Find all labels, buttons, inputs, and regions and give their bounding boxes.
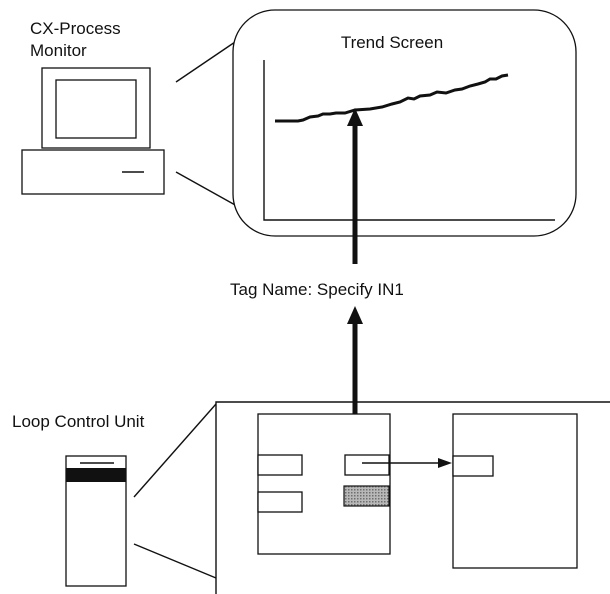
trend-axes (263, 60, 555, 221)
connection-arrow (362, 458, 452, 468)
loop-control-unit-icon (65, 455, 127, 587)
block-right-port (452, 455, 494, 477)
block-left-port-1 (257, 454, 303, 476)
trend-screen-title: Trend Screen (341, 33, 443, 52)
trend-screen: Trend Screen (232, 9, 577, 237)
trend-screen-frame (232, 9, 577, 237)
unit-zoom-lines (133, 403, 217, 579)
panel-frame (215, 401, 610, 594)
function-block-panel (215, 401, 610, 594)
block-left-shaded-port (343, 485, 390, 507)
monitor-label-line1: CX-Process (30, 19, 121, 38)
loop-control-unit-label: Loop Control Unit (12, 412, 145, 431)
arrow-tag-to-trend (347, 108, 363, 264)
function-block-left (257, 413, 391, 555)
tag-name-label: Tag Name: Specify IN1 (230, 280, 404, 299)
monitor-label-line2: Monitor (30, 41, 87, 60)
trend-line (275, 73, 509, 123)
block-left-port-in1 (344, 454, 390, 476)
function-block-right (452, 413, 578, 569)
block-left-port-2 (257, 491, 303, 513)
computer-monitor-icon (21, 67, 165, 195)
